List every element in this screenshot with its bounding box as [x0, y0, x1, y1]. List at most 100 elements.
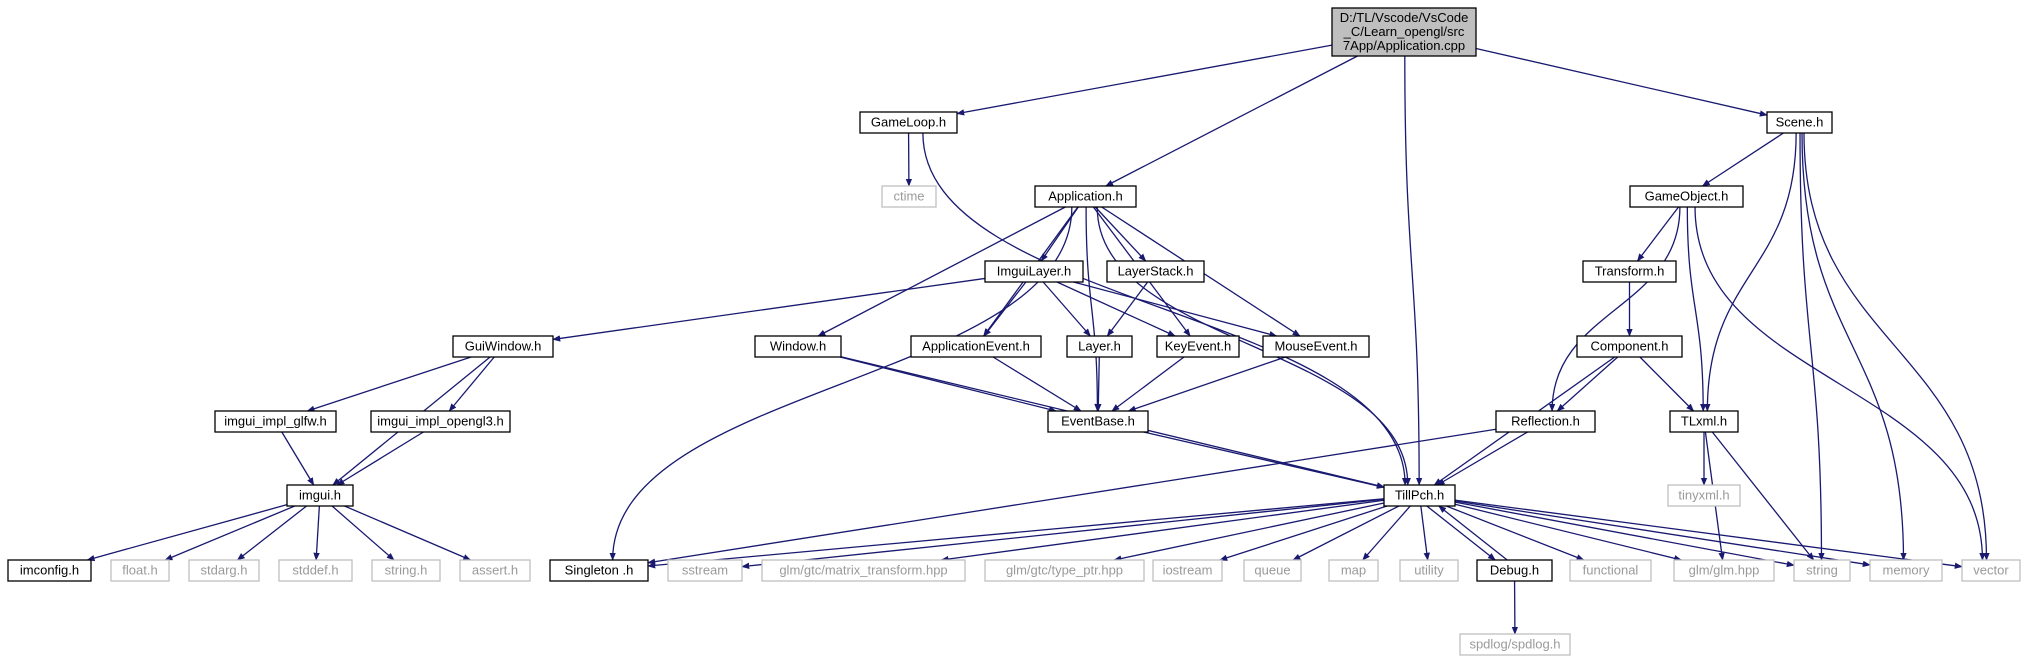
node-box-root [1331, 7, 1477, 57]
node-box-float [110, 559, 170, 582]
node-imguilayer[interactable]: ImguiLayer.h [984, 260, 1084, 283]
edge-imgui-to-stdarg [236, 505, 307, 561]
edge-application-to-layerstack [1094, 206, 1147, 262]
node-scene[interactable]: Scene.h [1766, 111, 1833, 134]
node-box-queue [1243, 559, 1302, 582]
node-layerstack[interactable]: LayerStack.h [1106, 260, 1205, 283]
node-label-root: _C/Learn_opengl/src [1343, 24, 1465, 39]
edge-gameobject-to-transform [1636, 206, 1680, 262]
node-label-eventbase: EventBase.h [1061, 414, 1135, 429]
node-opengl3[interactable]: imgui_impl_opengl3.h [370, 410, 511, 433]
edge-imguilayer-to-mouseevent [1073, 281, 1278, 338]
node-tillpch[interactable]: TillPch.h [1383, 484, 1456, 507]
node-component[interactable]: Component.h [1576, 335, 1683, 358]
edge-tillpch-to-typeptr [1113, 502, 1385, 562]
node-imconfig[interactable]: imconfig.h [7, 559, 92, 582]
edge-opengl3-to-imgui [336, 431, 424, 486]
node-appevent[interactable]: ApplicationEvent.h [910, 335, 1042, 358]
node-gameloop[interactable]: GameLoop.h [859, 111, 958, 134]
edge-tillpch-to-sstream [741, 498, 1385, 570]
node-tlxml[interactable]: TLxml.h [1669, 410, 1739, 433]
edge-tillpch-to-debug [1426, 505, 1496, 561]
node-transform[interactable]: Transform.h [1582, 260, 1677, 283]
node-box-functional [1569, 559, 1652, 582]
edge-scene-to-vector [1803, 132, 1990, 561]
edge-tillpch-to-singleton [647, 498, 1385, 569]
edge-layer-to-eventbase [1095, 356, 1102, 412]
edge-tillpch-to-functional [1446, 505, 1585, 561]
edge-tlxml-to-string [1711, 431, 1815, 561]
edge-window-to-eventbase [839, 356, 1057, 413]
node-box-opengl3 [370, 410, 511, 433]
node-singleton[interactable]: Singleton .h [549, 559, 649, 582]
edge-tillpch-to-map [1362, 505, 1411, 561]
node-box-window [754, 335, 842, 358]
node-eventbase[interactable]: EventBase.h [1047, 410, 1149, 433]
node-label-window: Window.h [770, 339, 826, 354]
edges-layer [86, 44, 1990, 635]
node-guiwindow[interactable]: GuiWindow.h [452, 335, 554, 358]
node-box-map [1328, 559, 1379, 582]
edge-gameobject-to-reflection [1548, 206, 1681, 412]
node-label-imgui: imgui.h [299, 488, 341, 503]
node-label-mtx: glm/gtc/matrix_transform.hpp [779, 563, 947, 578]
node-application[interactable]: Application.h [1034, 185, 1137, 208]
edge-imguilayer-to-layer [1042, 281, 1091, 337]
node-label-scene: Scene.h [1776, 115, 1824, 130]
node-float: float.h [110, 559, 170, 582]
node-label-imguilayer: ImguiLayer.h [997, 264, 1071, 279]
node-box-singleton [549, 559, 649, 582]
node-label-layerstack: LayerStack.h [1118, 264, 1194, 279]
node-reflection[interactable]: Reflection.h [1495, 410, 1596, 433]
edge-keyevent-to-eventbase [1111, 356, 1185, 412]
node-label-appevent: ApplicationEvent.h [922, 339, 1030, 354]
node-glfw[interactable]: imgui_impl_glfw.h [214, 410, 337, 433]
node-tinyxml: tinyxml.h [1667, 484, 1741, 507]
edge-reflection-to-tillpch [1436, 431, 1528, 486]
node-layer[interactable]: Layer.h [1066, 335, 1133, 358]
node-box-imguilayer [984, 260, 1084, 283]
node-root[interactable]: D:/TL/Vscode/VsCode_C/Learn_opengl/src7A… [1331, 7, 1477, 57]
node-window[interactable]: Window.h [754, 335, 842, 358]
edge-appevent-to-eventbase [992, 356, 1082, 412]
node-label-queue: queue [1254, 563, 1290, 578]
node-box-stddef [278, 559, 353, 582]
node-imgui[interactable]: imgui.h [286, 484, 354, 507]
node-label-vector: vector [1973, 563, 2009, 578]
node-label-gameobject: GameObject.h [1645, 189, 1729, 204]
node-keyevent[interactable]: KeyEvent.h [1156, 335, 1240, 358]
node-label-spdlog: spdlog/spdlog.h [1469, 637, 1560, 652]
node-box-guiwindow [452, 335, 554, 358]
edge-tillpch-to-iostream [1219, 505, 1388, 561]
node-box-string [1793, 559, 1851, 582]
edge-root-to-application [1105, 55, 1358, 187]
edge-imgui-to-string_h [331, 505, 395, 561]
node-label-string_h: string.h [385, 563, 428, 578]
node-debug[interactable]: Debug.h [1476, 559, 1553, 582]
node-label-sstream: sstream [682, 563, 728, 578]
edge-layerstack-to-layer [1106, 281, 1149, 337]
node-box-spdlog [1459, 633, 1571, 656]
edge-application-to-eventbase [1085, 206, 1101, 412]
node-label-ctime: ctime [893, 189, 924, 204]
node-label-glfw: imgui_impl_glfw.h [224, 414, 327, 429]
node-typeptr: glm/gtc/type_ptr.hpp [984, 559, 1145, 582]
edge-imgui-to-assert [344, 505, 472, 561]
node-label-imconfig: imconfig.h [20, 563, 79, 578]
node-box-eventbase [1047, 410, 1149, 433]
node-box-gameobject [1629, 185, 1744, 208]
edge-root-to-gameloop [956, 44, 1333, 116]
node-label-guiwindow: GuiWindow.h [465, 339, 542, 354]
edge-gameloop-to-tillpch [922, 132, 1409, 486]
node-box-glm [1673, 559, 1775, 582]
node-glm: glm/glm.hpp [1673, 559, 1775, 582]
node-ctime: ctime [881, 185, 937, 208]
node-assert: assert.h [459, 559, 531, 582]
node-box-ctime [881, 185, 937, 208]
node-stdarg: stdarg.h [188, 559, 260, 582]
node-mouseevent[interactable]: MouseEvent.h [1262, 335, 1370, 358]
edge-tillpch-to-memory [1454, 500, 1871, 568]
node-box-memory [1869, 559, 1943, 582]
node-gameobject[interactable]: GameObject.h [1629, 185, 1744, 208]
